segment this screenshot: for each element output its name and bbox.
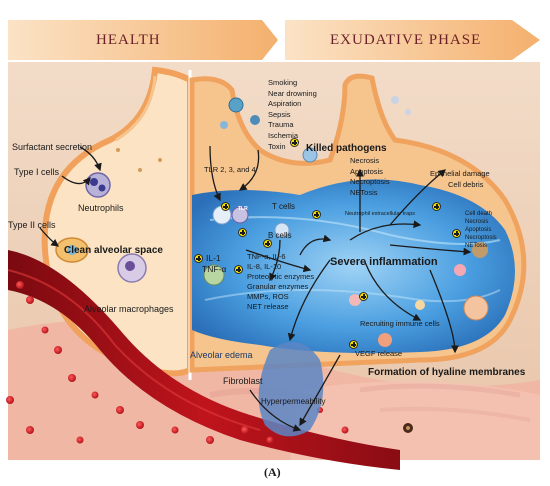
label-formation-of-hyaline-membranes: Formation of hyaline membranes (368, 367, 526, 378)
death-mode-item: Necrosis (350, 156, 380, 165)
cell-death-item: NETosis (465, 243, 488, 249)
plus-badge-icon (452, 229, 461, 238)
neutrophil-cell (85, 172, 111, 198)
label-hyperpermeability: Hyperpermeability (261, 397, 326, 406)
header-health: HEALTH (96, 32, 161, 48)
mediator-item: Proteolytic enzymes (247, 272, 315, 281)
label-alveolar-macrophages: Alveolar macrophages (84, 304, 174, 314)
death-mode-item: Apoptosis (350, 166, 383, 176)
cell-death-item: Apoptosis (465, 227, 492, 233)
plus-badge-icon (194, 254, 203, 263)
label-tlr-2-3-4: TLR 2, 3, and 4 (204, 165, 256, 174)
label-neutrophil-extracellular-traps: Neutrophil extracellular traps (345, 211, 416, 217)
label-severe-inflammation: Severe inflammation (330, 256, 438, 268)
mediator-item: TNF-α, IL-6 (247, 252, 286, 261)
label-surfactant-secretion: Surfactant secretion (12, 142, 93, 152)
type-ii-cell (55, 237, 89, 263)
label-type-ii-cells: Type II cells (8, 220, 56, 230)
plus-badge-icon (290, 138, 299, 147)
plus-badge-icon (221, 202, 230, 211)
macrophage-cell (117, 253, 147, 283)
causes-list: Smoking Near drowning Aspiration Sepsis … (268, 78, 317, 152)
mediator-item: Granular enzymes (247, 282, 309, 291)
cause-item: Trauma (268, 120, 294, 130)
death-mode-item: NETosis (350, 187, 378, 197)
cause-item: Aspiration (268, 99, 302, 109)
mediator-item: MMPs, ROS (247, 292, 289, 301)
cause-item: Ischemia (268, 130, 299, 140)
label-cell-debris: Cell debris (448, 180, 484, 189)
label-tlr: TLR (238, 206, 248, 212)
death-mode-item: Necroptosis (350, 177, 390, 187)
plus-badge-icon (312, 210, 321, 219)
label-b-cells: B cells (268, 231, 292, 240)
mediator-item: IL-8, IL-10 (247, 262, 282, 271)
label-il-1: IL-1 (206, 253, 221, 263)
label-clean-alveolar-space: Clean alveolar space (64, 245, 163, 256)
label-t-cells: T cells (272, 202, 295, 211)
header-exudative-phase: EXUDATIVE PHASE (330, 32, 482, 48)
cell-death-list: Cell death Necrosis Apoptosis Necroptosi… (465, 210, 497, 250)
mediators-list: TNF-α, IL-6 IL-8, IL-10 Proteolytic enzy… (247, 252, 314, 312)
label-epithelial-damage: Epithelial damage (430, 169, 490, 178)
label-recruiting-immune-cells: Recruiting immune cells (360, 319, 440, 328)
plus-badge-icon (238, 228, 247, 237)
death-modes-list: Necrosis Apoptosis Necroptosis NETosis (350, 156, 390, 198)
label-neutrophils: Neutrophils (78, 203, 124, 213)
label-tnf-alpha: TNF-α (202, 264, 227, 274)
plus-badge-icon (263, 239, 272, 248)
cell-death-item: Necrosis (465, 219, 489, 225)
figure-caption: (A) (264, 465, 281, 479)
plus-badge-icon (349, 340, 358, 349)
cause-item: Smoking (268, 78, 298, 87)
label-fibroblast: Fibroblast (223, 376, 263, 386)
cell-death-item: Cell death (465, 211, 493, 217)
label-vegf-release: VEGF release (355, 349, 403, 358)
plus-badge-icon (359, 292, 368, 301)
cause-item: Toxin (268, 141, 286, 151)
plus-badge-icon (432, 202, 441, 211)
plus-badge-icon (234, 265, 243, 274)
cause-item: Sepsis (268, 109, 291, 119)
cell-death-item: Necroptosis (465, 235, 497, 241)
label-killed-pathogens: Killed pathogens (306, 143, 387, 154)
mediator-item: NET release (247, 302, 289, 311)
label-type-i-cells: Type I cells (14, 167, 60, 177)
label-alveolar-edema: Alveolar edema (190, 350, 253, 360)
cause-item: Near drowning (268, 88, 317, 98)
